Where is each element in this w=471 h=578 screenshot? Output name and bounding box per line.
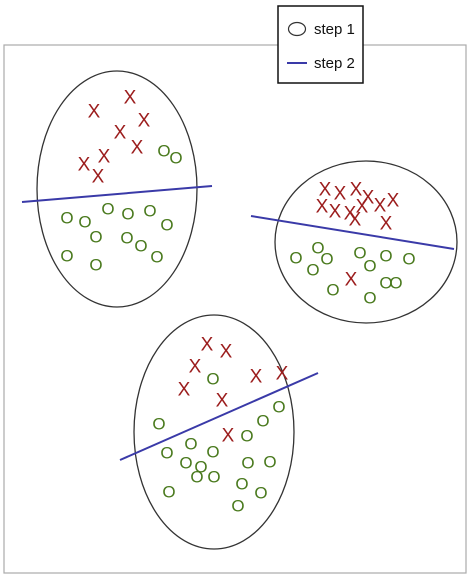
circle-mark: O: [179, 454, 192, 473]
circle-mark: O: [143, 202, 156, 221]
circle-mark: O: [160, 216, 173, 235]
circle-mark: O: [60, 209, 73, 228]
divider-line: [250, 215, 455, 250]
circle-mark: O: [320, 250, 333, 269]
circle-mark: O: [263, 453, 276, 472]
circle-mark: O: [379, 247, 392, 266]
cross-mark: X: [250, 367, 263, 388]
circle-mark: O: [326, 281, 339, 300]
cross-mark: X: [138, 111, 151, 132]
cross-mark: X: [222, 426, 235, 447]
cross-mark: X: [88, 102, 101, 123]
cross-mark: X: [276, 364, 289, 385]
cross-mark: X: [131, 138, 144, 159]
diagram-frame: [3, 44, 467, 574]
circle-mark: O: [169, 149, 182, 168]
divider-line: [21, 185, 213, 203]
cross-mark: X: [189, 357, 202, 378]
circle-mark: O: [353, 244, 366, 263]
cluster-top-left: [21, 70, 213, 308]
cross-mark: X: [220, 342, 233, 363]
circle-outline-icon: [287, 21, 307, 37]
circle-mark: O: [311, 239, 324, 258]
circle-mark: O: [206, 370, 219, 389]
cluster-outline: [36, 70, 198, 308]
circle-mark: O: [389, 274, 402, 293]
circle-mark: O: [231, 497, 244, 516]
legend-label-step-2: step 2: [314, 55, 355, 72]
cross-mark: X: [319, 180, 332, 201]
circle-mark: O: [190, 468, 203, 487]
cross-mark: X: [356, 197, 369, 218]
circle-mark: O: [184, 435, 197, 454]
circle-mark: O: [78, 213, 91, 232]
circle-mark: O: [157, 142, 170, 161]
circle-mark: O: [254, 484, 267, 503]
circle-mark: O: [160, 444, 173, 463]
cross-mark: X: [329, 202, 342, 223]
circle-mark: O: [206, 443, 219, 462]
circle-mark: O: [379, 274, 392, 293]
legend: step 1 step 2: [277, 5, 364, 84]
cross-mark: X: [345, 270, 358, 291]
circle-mark: O: [101, 200, 114, 219]
cross-mark: X: [334, 184, 347, 205]
cluster-bottom: [119, 314, 319, 550]
circle-mark: O: [363, 257, 376, 276]
circle-mark: O: [256, 412, 269, 431]
cross-mark: X: [374, 196, 387, 217]
cross-mark: X: [344, 204, 357, 225]
cluster-right: [250, 160, 458, 324]
cross-mark: X: [350, 180, 363, 201]
cross-mark: X: [124, 88, 137, 109]
circle-mark: O: [150, 248, 163, 267]
circle-mark: O: [89, 256, 102, 275]
cross-mark: X: [349, 210, 362, 231]
circle-mark: O: [194, 458, 207, 477]
circle-mark: O: [272, 398, 285, 417]
legend-label-step-1: step 1: [314, 21, 355, 38]
circle-mark: O: [162, 483, 175, 502]
divider-line: [119, 372, 319, 461]
circle-mark: O: [289, 249, 302, 268]
cluster-outline: [133, 314, 295, 550]
cross-mark: X: [387, 191, 400, 212]
cross-mark: X: [114, 123, 127, 144]
cross-mark: X: [92, 167, 105, 188]
circle-mark: O: [235, 475, 248, 494]
circle-mark: O: [89, 228, 102, 247]
cross-mark: X: [316, 197, 329, 218]
circle-mark: O: [120, 229, 133, 248]
circle-mark: O: [134, 237, 147, 256]
circle-mark: O: [207, 468, 220, 487]
circle-mark: O: [121, 205, 134, 224]
cross-mark: X: [98, 147, 111, 168]
circle-mark: O: [60, 247, 73, 266]
cross-mark: X: [216, 391, 229, 412]
legend-box: [277, 5, 364, 84]
circle-mark: O: [363, 289, 376, 308]
cross-mark: X: [380, 214, 393, 235]
cross-mark: X: [362, 188, 375, 209]
cross-mark: X: [78, 155, 91, 176]
cross-mark: X: [201, 335, 214, 356]
circle-mark: O: [152, 415, 165, 434]
cross-mark: X: [178, 380, 191, 401]
circle-mark: O: [402, 250, 415, 269]
circle-mark: O: [306, 261, 319, 280]
cluster-outline: [274, 160, 458, 324]
circle-mark: O: [240, 427, 253, 446]
circle-mark: O: [241, 454, 254, 473]
